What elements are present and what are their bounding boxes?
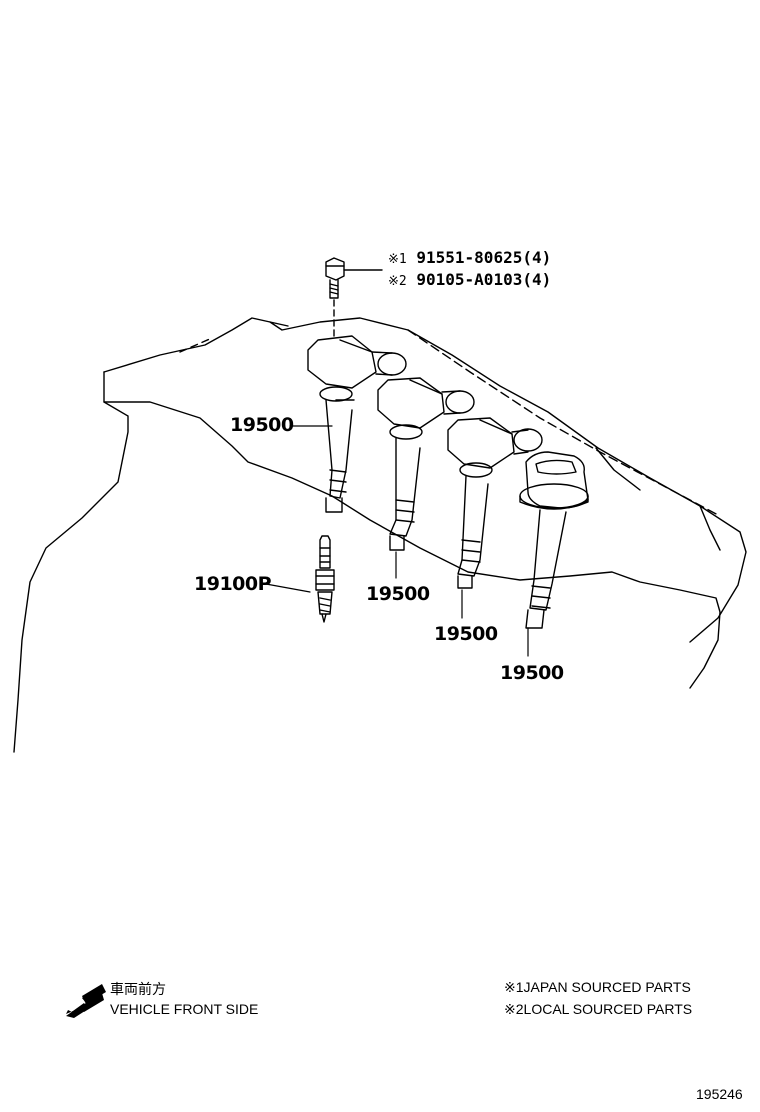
illustration-id: 195246 <box>696 1086 743 1102</box>
ignition-coil-1 <box>307 335 407 513</box>
front-direction-arrow <box>66 984 106 1018</box>
fastener-ref-1-mark: ※1 <box>388 252 407 267</box>
callout-coil-3: 19500 <box>434 623 498 645</box>
mounting-bolt <box>325 257 383 341</box>
direction-label-jp: 車両前方 <box>110 981 166 997</box>
cylinder-head-outline <box>13 317 747 753</box>
source-note-2: ※2LOCAL SOURCED PARTS <box>504 1002 692 1016</box>
callout-coil-1: 19500 <box>230 414 294 436</box>
fastener-ref-1-part-no: 91551-80625(4) <box>416 248 552 267</box>
callout-coil-2: 19500 <box>366 583 430 605</box>
source-note-2-text: LOCAL SOURCED PARTS <box>523 1001 693 1017</box>
ignition-coil-3 <box>447 417 543 589</box>
source-note-1-mark: ※1 <box>504 979 524 995</box>
ignition-coil-2 <box>377 377 475 551</box>
fastener-ref-2: ※2 90105-A0103(4) <box>388 270 552 289</box>
source-note-2-mark: ※2 <box>504 1001 524 1017</box>
callout-leaders <box>265 425 529 657</box>
direction-label-en: VEHICLE FRONT SIDE <box>110 1001 259 1017</box>
ignition-coil-4 <box>519 451 589 629</box>
fastener-ref-2-part-no: 90105-A0103(4) <box>416 270 552 289</box>
source-note-1-text: JAPAN SOURCED PARTS <box>523 979 691 995</box>
spark-plug <box>315 535 335 623</box>
callout-spark-plug: 19100P <box>194 573 272 595</box>
fastener-ref-1: ※1 91551-80625(4) <box>388 248 552 267</box>
callout-coil-4: 19500 <box>500 662 564 684</box>
fastener-ref-2-mark: ※2 <box>388 274 407 289</box>
source-note-1: ※1JAPAN SOURCED PARTS <box>504 980 691 994</box>
